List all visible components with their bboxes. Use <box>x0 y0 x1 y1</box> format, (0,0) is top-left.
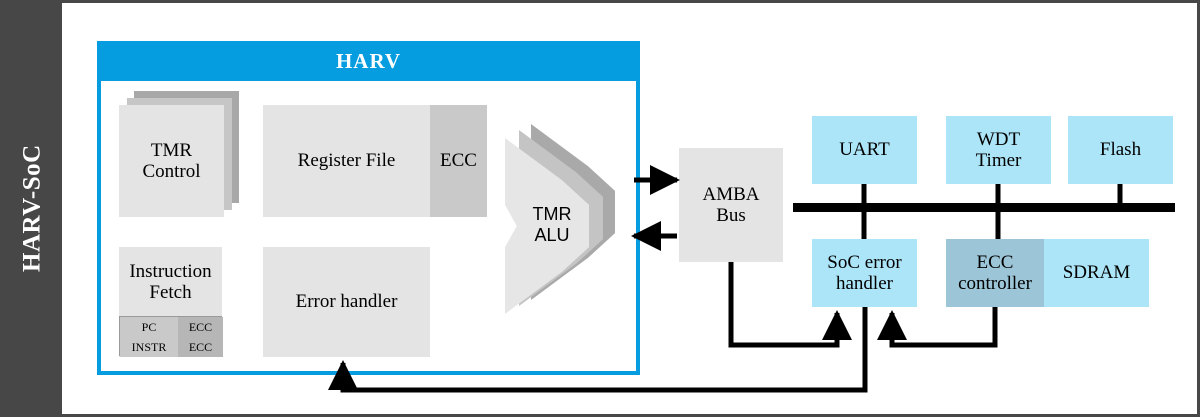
block-ecc-controller-label: ECC controller <box>958 252 1032 295</box>
instruction-fetch-table: PC ECC INSTR ECC <box>119 316 223 357</box>
block-soc-error-handler-label: SoC error handler <box>827 252 901 295</box>
block-amba-bus-label: AMBA Bus <box>702 184 759 227</box>
block-flash-label: Flash <box>1099 139 1142 161</box>
block-register-file-ecc[interactable]: ECC <box>430 105 487 217</box>
block-wdt-timer[interactable]: WDT Timer <box>946 116 1051 184</box>
ifetch-cell-instr: INSTR <box>120 337 178 357</box>
block-error-handler[interactable]: Error handler <box>263 247 430 357</box>
block-tmr-control[interactable]: TMR Control <box>119 105 224 217</box>
block-tmr-control-label: TMR Control <box>142 140 200 183</box>
soc-sidebar: HARV-SoC <box>3 3 62 414</box>
ecc-controller-line1: ECC <box>976 251 1014 273</box>
soc-sidebar-label: HARV-SoC <box>18 144 46 273</box>
block-tmr-alu-label: TMR ALU <box>521 204 583 245</box>
block-sdram[interactable]: SDRAM <box>1044 239 1149 307</box>
amba-bus-line1: AMBA <box>702 183 760 205</box>
block-error-handler-label: Error handler <box>295 291 398 313</box>
block-amba-bus[interactable]: AMBA Bus <box>679 148 783 262</box>
instruction-fetch-line2: Fetch <box>149 282 192 304</box>
ecc-controller-line2: controller <box>958 273 1032 294</box>
wdt-timer-line1: WDT <box>976 128 1021 150</box>
instruction-fetch-line1: Instruction <box>129 261 212 282</box>
ifetch-cell-pc: PC <box>120 317 178 337</box>
soc-error-handler-line1: SoC error <box>827 251 902 273</box>
block-soc-error-handler[interactable]: SoC error handler <box>812 239 917 307</box>
block-sdram-label: SDRAM <box>1062 262 1131 284</box>
block-tmr-alu[interactable]: TMR ALU <box>505 124 615 318</box>
block-register-file-ecc-label: ECC <box>440 150 477 172</box>
harv-header-bar: HARV <box>97 41 640 81</box>
block-instruction-fetch-label: Instruction Fetch <box>129 261 211 304</box>
block-uart-label: UART <box>839 139 890 161</box>
tmr-alu-line2: ALU <box>534 224 570 245</box>
harv-title: HARV <box>335 48 402 73</box>
tmr-control-line1: TMR <box>150 139 193 161</box>
ifetch-cell-instr-ecc: ECC <box>178 337 223 357</box>
block-uart[interactable]: UART <box>812 116 917 184</box>
wdt-timer-line2: Timer <box>975 150 1022 171</box>
block-flash[interactable]: Flash <box>1068 116 1173 184</box>
block-register-file-label: Register File <box>297 150 396 172</box>
tmr-alu-line1: TMR <box>532 204 572 224</box>
block-wdt-timer-label: WDT Timer <box>976 129 1022 172</box>
block-ecc-controller[interactable]: ECC controller <box>946 239 1044 307</box>
tmr-control-line2: Control <box>142 161 201 182</box>
soc-error-handler-line2: handler <box>836 273 893 294</box>
amba-bus-line <box>793 203 1175 212</box>
amba-bus-line2: Bus <box>716 205 746 226</box>
block-register-file[interactable]: Register File <box>263 105 430 217</box>
ifetch-cell-pc-ecc: ECC <box>178 317 223 337</box>
